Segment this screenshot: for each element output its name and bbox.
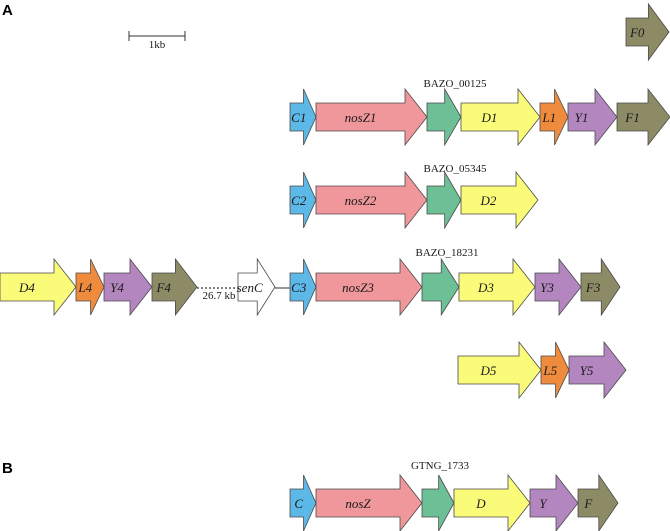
gene-arrow-y4 <box>103 257 153 317</box>
gene-arrow-l5 <box>540 341 570 399</box>
gene-label-nosz1: nosZ1 <box>345 110 377 125</box>
gene-arrow-senc <box>237 257 276 317</box>
gene-label-f4: F4 <box>155 280 171 295</box>
gene-label-nosz2: nosZ2 <box>345 193 377 208</box>
gene-arrow-d4 <box>0 257 77 317</box>
gene-arrow-d5 <box>457 340 542 400</box>
scale-bar: 1kb <box>128 31 186 51</box>
locus-tag-2: BAZO_05345 <box>424 163 487 175</box>
gene-arrow-nosz1 <box>315 87 428 147</box>
gene-label-l5: L5 <box>542 363 557 378</box>
gene-arrow-f3 <box>580 257 621 317</box>
gene-label-c1: C1 <box>291 110 306 125</box>
gene-arrow-fb <box>577 473 619 531</box>
gene-label-f1: F1 <box>624 110 639 125</box>
locus-tag-b: GTNG_1733 <box>411 460 470 472</box>
gene-label-cb: C <box>294 496 303 511</box>
gene-arrow-y3 <box>534 257 582 317</box>
gene-label-d3: D3 <box>477 280 494 295</box>
gap-label: 26.7 kb <box>203 290 237 302</box>
gene-arrow-c3 <box>289 258 317 316</box>
gene-arrow-yb <box>529 473 579 531</box>
gene-label-c3: C3 <box>291 280 307 295</box>
gene-label-y4: Y4 <box>110 280 124 295</box>
gene-label-y5: Y5 <box>580 363 594 378</box>
gene-label-noszb: nosZ <box>345 496 371 511</box>
gene-arrow-cb <box>289 474 317 531</box>
gene-label-y1: Y1 <box>575 110 589 125</box>
gene-label-f0: F0 <box>629 25 645 40</box>
gene-arrow-d1 <box>460 87 541 147</box>
gene-arrow-nosz3 <box>315 257 423 317</box>
intergenic-gap: 26.7 kb <box>197 287 290 302</box>
gene-label-l1: L1 <box>541 110 556 125</box>
gene-arrow-c2 <box>289 171 317 229</box>
panel-label-b: B <box>2 460 13 477</box>
gene-label-d1: D1 <box>481 110 498 125</box>
gene-label-d4: D4 <box>18 280 35 295</box>
gene-arrow-hyp3 <box>421 257 460 317</box>
gene-arrow-y1 <box>567 87 618 147</box>
gene-label-d2: D2 <box>480 193 497 208</box>
locus-tag-1: BAZO_00125 <box>424 78 487 90</box>
gene-arrow-hyp1 <box>426 87 462 147</box>
gene-arrow-hypb <box>421 474 455 531</box>
gene-arrow-c1 <box>289 88 317 146</box>
gene-label-nosz3: nosZ3 <box>342 280 374 295</box>
scale-bar-label: 1kb <box>149 39 166 51</box>
panel-label-a: A <box>2 2 13 19</box>
gene-label-f3: F3 <box>585 280 601 295</box>
gene-arrow-y5 <box>568 340 627 400</box>
gene-label-yb: Y <box>539 496 548 511</box>
gene-arrow-hyp2 <box>426 170 462 230</box>
gene-label-db: D <box>475 496 486 511</box>
gene-arrow-nosz2 <box>315 170 428 230</box>
gene-label-fb: F <box>583 496 593 511</box>
gene-label-c2: C2 <box>291 193 307 208</box>
gene-label-d5: D5 <box>480 363 497 378</box>
gene-arrow-f0 <box>625 2 670 62</box>
gene-arrow-l4 <box>75 258 105 316</box>
gene-arrow-db <box>453 473 531 531</box>
gene-arrow-f4 <box>151 257 198 317</box>
locus-tag-3: BAZO_18231 <box>416 247 479 259</box>
gene-arrow-f1 <box>616 87 670 147</box>
gene-arrow-noszb <box>315 473 423 531</box>
gene-label-y3: Y3 <box>540 280 554 295</box>
gene-label-l4: L4 <box>77 280 92 295</box>
gene-label-senc: senC <box>237 280 263 295</box>
gene-arrow-l1 <box>539 88 569 146</box>
gene-arrow-d3 <box>458 257 536 317</box>
gene-arrow-d2 <box>460 170 539 230</box>
